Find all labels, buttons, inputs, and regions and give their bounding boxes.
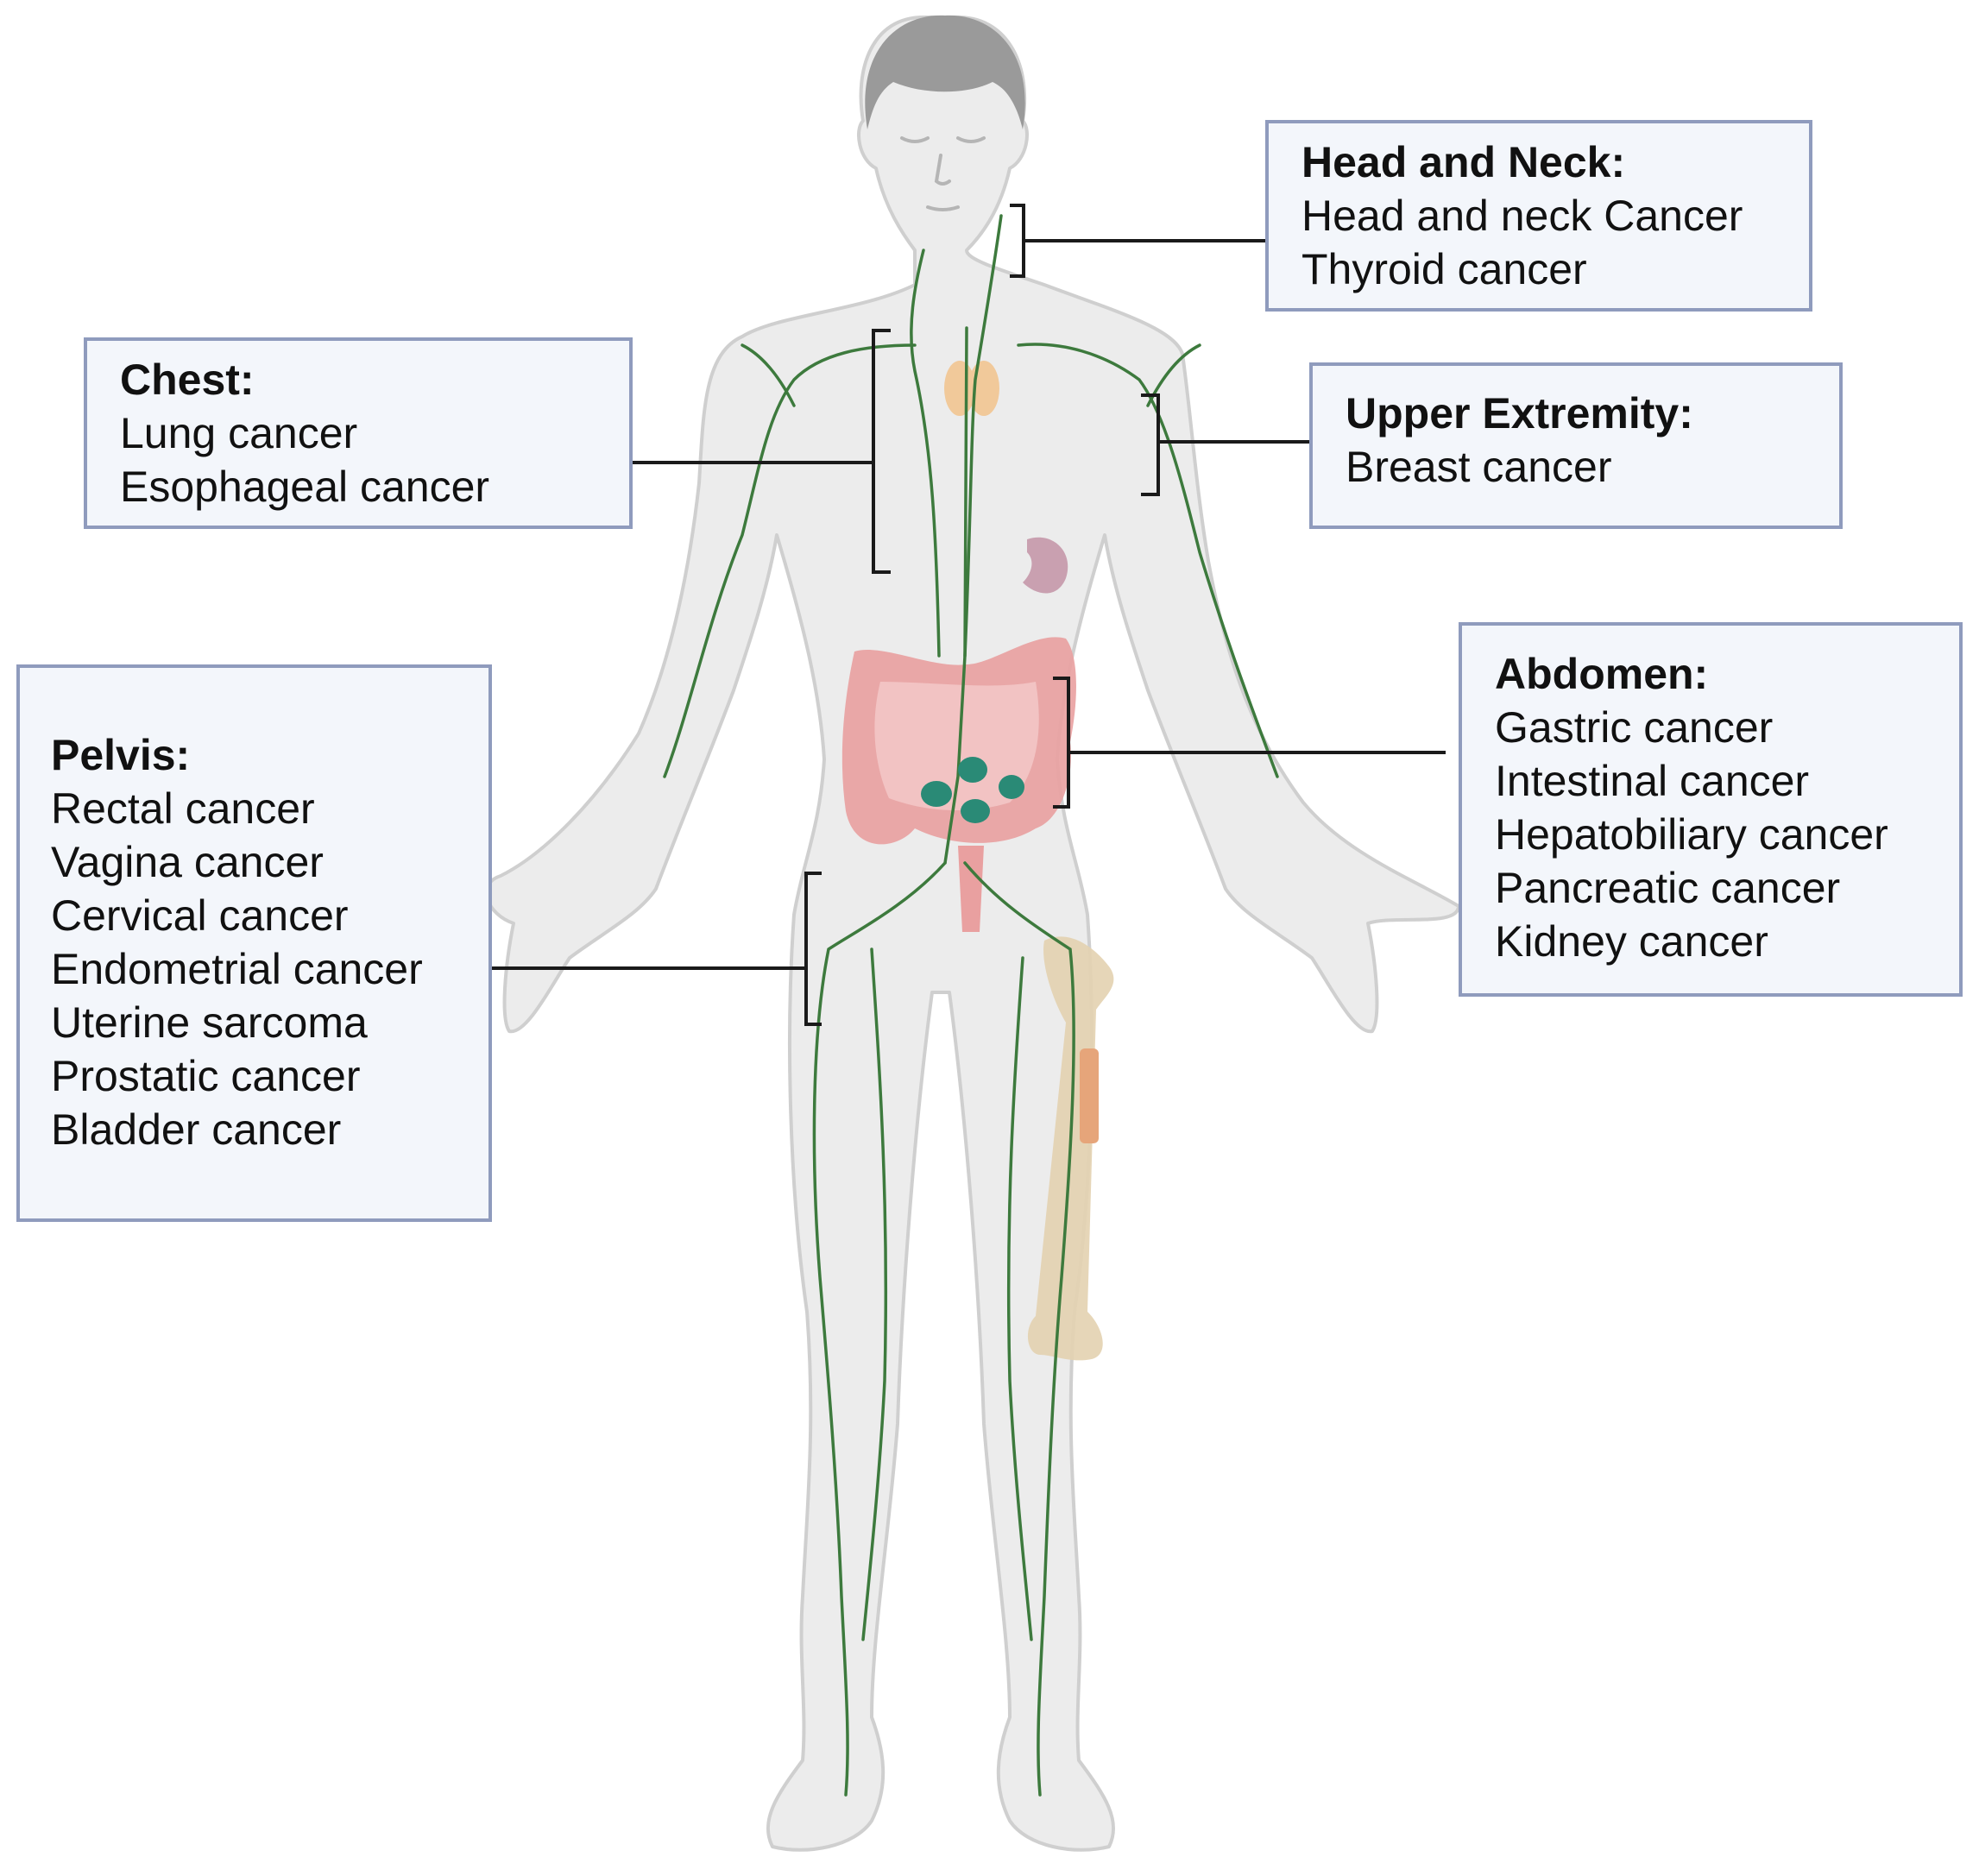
- body-silhouette: [484, 16, 1460, 1852]
- abdomen-item: Gastric cancer: [1495, 703, 1774, 752]
- spleen: [1023, 537, 1068, 594]
- lymph-nodes: [921, 757, 1024, 823]
- head-neck-item: Head and neck Cancer: [1301, 192, 1743, 240]
- pelvis-item: Endometrial cancer: [51, 945, 423, 993]
- pelvis-item: Prostatic cancer: [51, 1052, 361, 1100]
- lymphatic-vessels: [663, 214, 1279, 1797]
- face-features: [900, 136, 986, 211]
- bracket-head-neck: [1010, 204, 1270, 278]
- bracket-pelvis: [492, 872, 822, 1026]
- pelvis-heading: Pelvis:: [51, 731, 191, 779]
- upper-extremity-item: Breast cancer: [1346, 443, 1612, 491]
- chest-item: Esophageal cancer: [120, 463, 490, 511]
- head-neck-item: Thyroid cancer: [1301, 245, 1587, 293]
- pelvis-item: Cervical cancer: [51, 891, 349, 940]
- pelvis-item: Bladder cancer: [51, 1105, 342, 1154]
- abdomen-item: Intestinal cancer: [1495, 757, 1810, 805]
- abdomen-heading: Abdomen:: [1495, 650, 1709, 698]
- abdomen-item: Hepatobiliary cancer: [1495, 810, 1888, 859]
- upper-extremity-heading: Upper Extremity:: [1346, 389, 1693, 438]
- pelvis-box: Pelvis: Rectal cancer Vagina cancer Cerv…: [16, 664, 492, 1222]
- hair: [865, 15, 1025, 129]
- bracket-upper-extremity: [1141, 393, 1313, 496]
- abdomen-item: Pancreatic cancer: [1495, 864, 1841, 912]
- upper-extremity-box: Upper Extremity: Breast cancer: [1309, 362, 1843, 529]
- head-neck-box: Head and Neck: Head and neck Cancer Thyr…: [1265, 120, 1812, 312]
- bracket-chest: [633, 329, 891, 574]
- abdomen-item: Kidney cancer: [1495, 917, 1768, 966]
- pelvis-item: Vagina cancer: [51, 838, 324, 886]
- chest-box: Chest: Lung cancer Esophageal cancer: [84, 337, 633, 529]
- pelvis-item: Rectal cancer: [51, 784, 315, 833]
- abdomen-box: Abdomen: Gastric cancer Intestinal cance…: [1459, 622, 1963, 997]
- leader-lines: [492, 204, 1446, 1026]
- pelvis-item: Uterine sarcoma: [51, 998, 368, 1047]
- head-neck-heading: Head and Neck:: [1301, 138, 1626, 186]
- chest-heading: Chest:: [120, 356, 255, 404]
- chest-item: Lung cancer: [120, 409, 358, 457]
- bracket-abdomen: [1053, 677, 1446, 809]
